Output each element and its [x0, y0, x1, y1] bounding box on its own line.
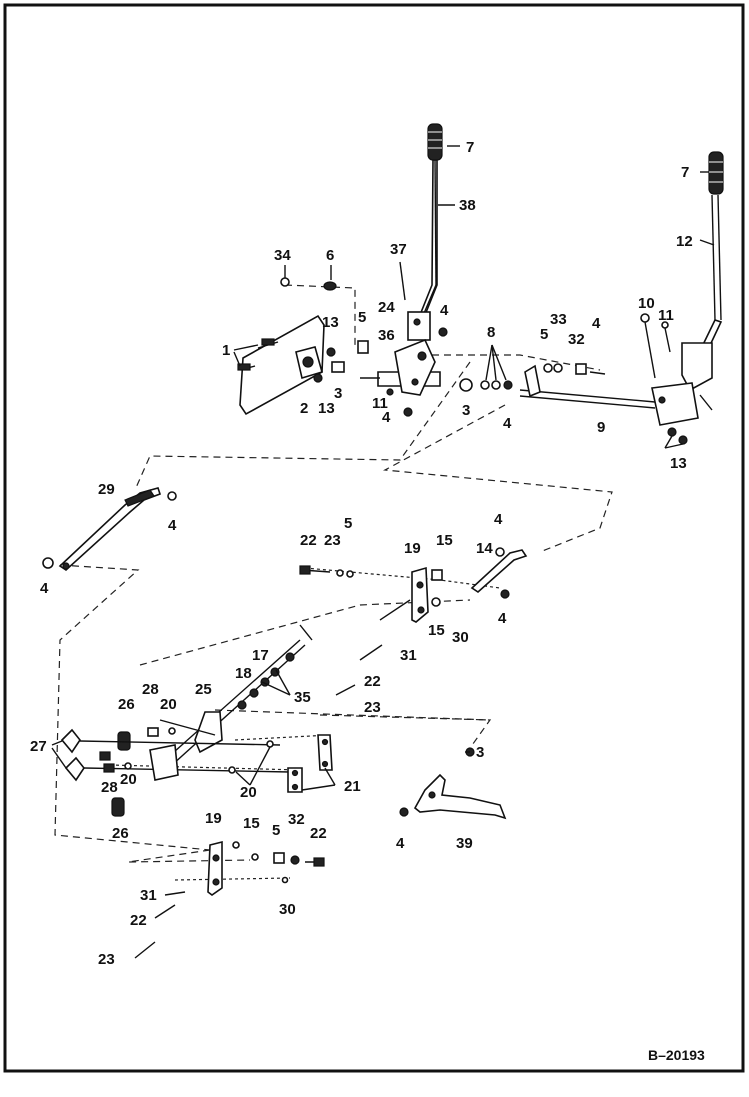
callout-36: 36: [378, 327, 395, 344]
callout-5: 5: [358, 309, 366, 326]
link-rod-29: [42, 487, 177, 572]
callout-23: 23: [364, 699, 381, 716]
figure-reference-code: B–20193: [648, 1047, 705, 1063]
callout-4: 4: [40, 580, 49, 597]
callout-5: 5: [540, 326, 548, 343]
callout-14: 14: [476, 540, 493, 557]
callout-4: 4: [503, 415, 512, 432]
callout-15: 15: [436, 532, 453, 549]
callout-27: 27: [30, 738, 47, 755]
callout-22: 22: [300, 532, 317, 549]
callout-4: 4: [494, 511, 503, 528]
callout-5: 5: [272, 822, 280, 839]
cross-shaft: [519, 363, 656, 409]
bracket-19-lower: [134, 840, 325, 959]
links-21: [287, 734, 333, 793]
callout-8: 8: [487, 324, 495, 341]
callout-3: 3: [334, 385, 342, 402]
callout-22: 22: [130, 912, 147, 929]
leader-lines: [51, 145, 715, 791]
callout-3: 3: [462, 402, 470, 419]
callout-29: 29: [98, 481, 115, 498]
callout-31: 31: [140, 887, 157, 904]
callout-4: 4: [498, 610, 507, 627]
callout-23: 23: [98, 951, 115, 968]
callout-4: 4: [440, 302, 449, 319]
callout-1: 1: [222, 342, 230, 359]
callout-32: 32: [288, 811, 305, 828]
left-lever-grip: [427, 123, 443, 161]
callout-4: 4: [168, 517, 177, 534]
callout-30: 30: [452, 629, 469, 646]
callout-34: 34: [274, 247, 291, 264]
callout-25: 25: [195, 681, 212, 698]
callout-10: 10: [638, 295, 655, 312]
callout-labels: 7 38 7 12 34 6 37 24 4 5 13 36 1 8 5 33 …: [30, 139, 693, 968]
callout-28: 28: [142, 681, 159, 698]
bolt-37: [399, 261, 406, 301]
bolt-10: [644, 321, 656, 379]
link-rod-14: [470, 547, 528, 599]
callout-11: 11: [658, 307, 674, 324]
callout-7: 7: [681, 164, 689, 181]
bracket-19-upper: [299, 565, 443, 696]
lower-castings: [60, 727, 291, 817]
callout-4: 4: [382, 409, 391, 426]
callout-22: 22: [310, 825, 327, 842]
callout-20: 20: [120, 771, 137, 788]
callout-30: 30: [279, 901, 296, 918]
callout-15: 15: [428, 622, 445, 639]
callout-7: 7: [466, 139, 474, 156]
callout-4: 4: [592, 315, 601, 332]
callout-24: 24: [378, 299, 395, 316]
callout-33: 33: [550, 311, 567, 328]
callout-11: 11: [372, 395, 388, 412]
callout-22: 22: [364, 673, 381, 690]
callout-3: 3: [476, 744, 484, 761]
callout-2: 2: [300, 400, 308, 417]
page-border: [3, 3, 745, 1073]
callout-18: 18: [235, 665, 252, 682]
callout-13: 13: [670, 455, 687, 472]
callout-17: 17: [252, 647, 269, 664]
callout-26: 26: [112, 825, 129, 842]
left-control-lever: [399, 123, 448, 341]
callout-38: 38: [459, 197, 476, 214]
callout-20: 20: [240, 784, 257, 801]
callout-19: 19: [404, 540, 421, 557]
callout-20: 20: [160, 696, 177, 713]
callout-28: 28: [101, 779, 118, 796]
callout-31: 31: [400, 647, 417, 664]
right-lever-grip: [708, 151, 724, 195]
callout-39: 39: [456, 835, 473, 852]
callout-37: 37: [390, 241, 407, 258]
callout-23: 23: [324, 532, 341, 549]
callout-13: 13: [322, 314, 339, 331]
callout-21: 21: [344, 778, 361, 795]
callout-19: 19: [205, 810, 222, 827]
bracket-39: [399, 747, 507, 820]
callout-5: 5: [344, 515, 352, 532]
callout-6: 6: [326, 247, 334, 264]
callout-9: 9: [597, 419, 605, 436]
callout-13: 13: [318, 400, 335, 417]
callout-35: 35: [294, 689, 311, 706]
callout-15: 15: [243, 815, 260, 832]
diagonal-shaft-assembly: [159, 624, 313, 766]
callout-4: 4: [396, 835, 405, 852]
left-mount-plate: [237, 314, 369, 416]
callout-32: 32: [568, 331, 585, 348]
right-control-lever: [640, 151, 724, 445]
callout-12: 12: [676, 233, 693, 250]
callout-26: 26: [118, 696, 135, 713]
